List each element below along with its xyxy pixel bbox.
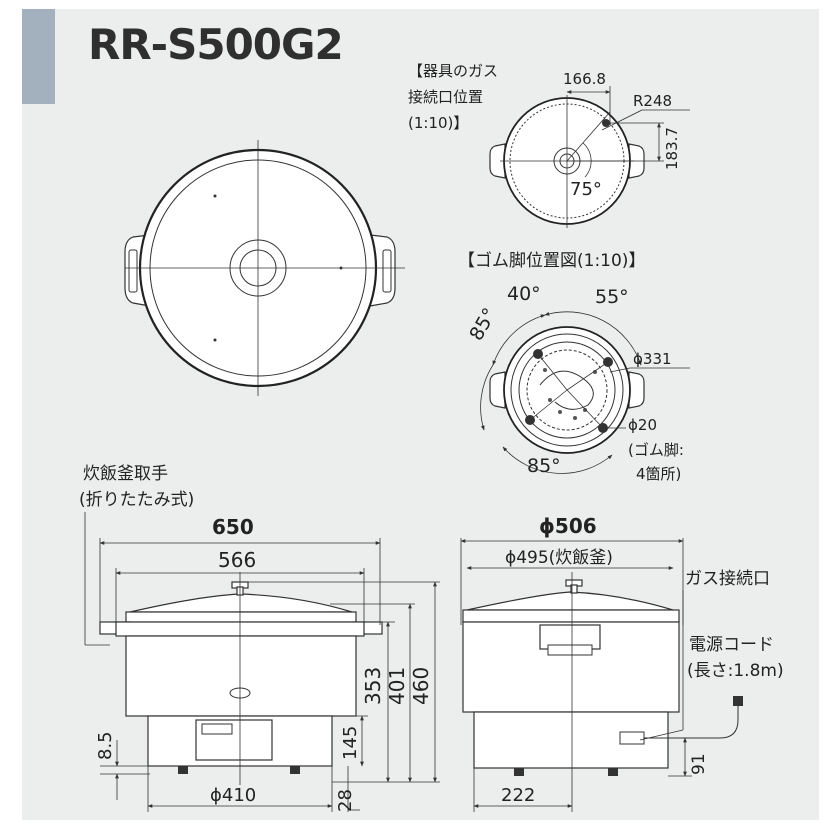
foot-dia: ϕ20: [628, 416, 657, 434]
width-566: 566: [218, 548, 256, 572]
dia-506: ϕ506: [539, 514, 597, 538]
accent-bar: [22, 9, 55, 104]
height-8-5: 8.5: [95, 731, 116, 760]
pcd-dim: ϕ331: [633, 350, 672, 368]
height-353: 353: [361, 667, 385, 705]
dim-height: 183.7: [663, 127, 681, 170]
side-view: ϕ506 ϕ495(炊飯釜) ガス接続口 電源コード (長さ:1.: [460, 514, 784, 812]
height-401: 401: [385, 667, 409, 705]
base-dia: ϕ410: [210, 785, 256, 806]
height-28: 28: [335, 789, 356, 812]
gas-inset: 【器具のガス 接続口位置 (1:10)】 166.8 R248 183.7: [408, 62, 690, 228]
foot-note-2: 4箇所): [636, 465, 681, 483]
height-91: 91: [689, 753, 709, 775]
power-cord-label-1: 電源コード: [689, 635, 774, 655]
angle-40: 40°: [507, 283, 541, 305]
gas-inset-title-1: 【器具のガス: [408, 62, 498, 80]
dia-495: ϕ495(炊飯釜): [505, 548, 613, 568]
dim-offset: 166.8: [563, 70, 606, 88]
gas-inset-title-3: (1:10)】: [408, 114, 468, 132]
handle-label-1: 炊飯釜取手: [83, 464, 168, 484]
width-222: 222: [501, 785, 535, 806]
dim-radius: R248: [633, 92, 672, 110]
model-title: RR-S500G2: [88, 20, 344, 69]
gas-port-label: ガス接続口: [685, 569, 770, 589]
rubber-feet-title: 【ゴム脚位置図(1:10)】: [458, 250, 645, 271]
angle-85-bottom: 85°: [527, 455, 561, 477]
angle-75: 75°: [570, 179, 602, 200]
front-view: 炊飯釜取手 (折りたたみ式): [79, 464, 440, 812]
height-145: 145: [340, 726, 361, 760]
rubber-feet-inset: 【ゴム脚位置図(1:10)】 40° 55°: [458, 250, 690, 483]
angle-85-left: 85°: [465, 304, 501, 344]
handle-label-2: (折りたたみ式): [79, 490, 194, 510]
foot-note-1: (ゴム脚:: [628, 441, 684, 459]
width-650: 650: [212, 515, 254, 539]
power-cord-label-2: (長さ:1.8m): [687, 661, 784, 681]
gas-inset-title-2: 接続口位置: [408, 88, 483, 106]
height-460: 460: [409, 667, 433, 705]
top-view: [124, 140, 405, 396]
angle-55: 55°: [595, 286, 629, 308]
